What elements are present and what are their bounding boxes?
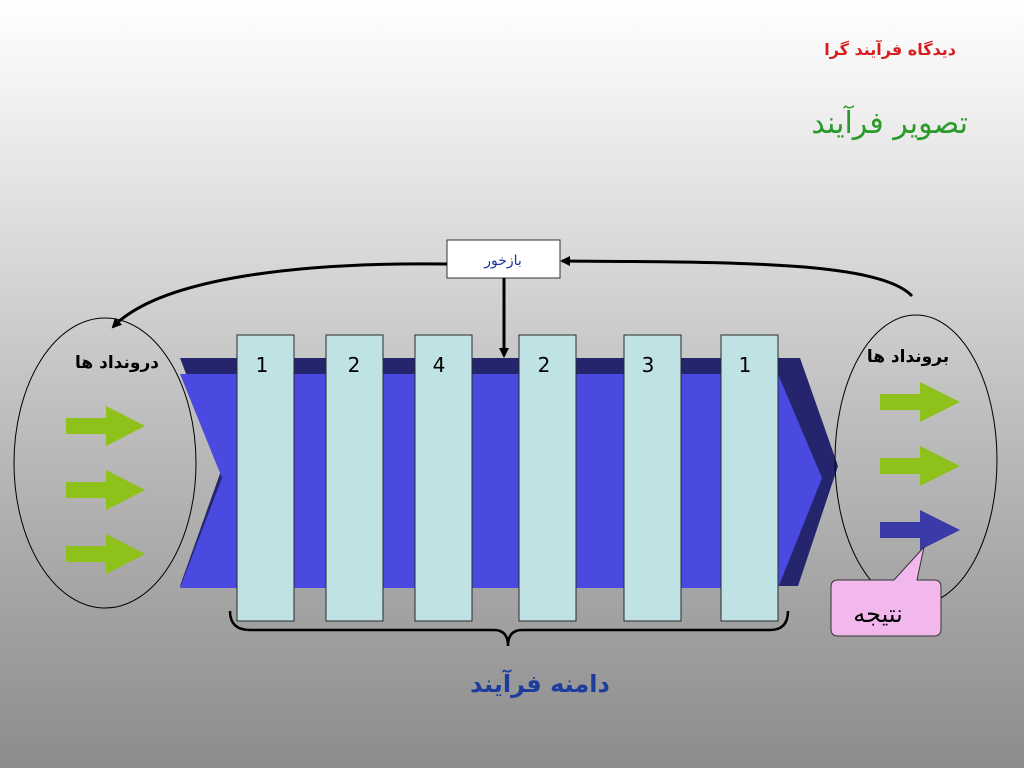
outputs-label: برونداد ها bbox=[867, 347, 949, 367]
input-arrow-icon bbox=[66, 406, 145, 446]
scope-label: دامنه فرآیند bbox=[470, 669, 610, 698]
step-bar bbox=[518, 334, 577, 622]
step-number: 4 bbox=[433, 353, 446, 377]
output-arrow-icon bbox=[880, 382, 960, 422]
inputs-ellipse bbox=[13, 317, 197, 609]
output-arrow-icon bbox=[880, 446, 960, 486]
step-number: 2 bbox=[538, 353, 551, 377]
feedback-label: بازخور bbox=[483, 253, 522, 269]
feedback-box bbox=[446, 239, 561, 279]
feedback-arrow-to-inputs bbox=[111, 262, 448, 329]
slide-title: تصویر فرآیند bbox=[811, 106, 968, 141]
inputs-label: درونداد ها bbox=[75, 353, 159, 373]
result-label: نتیجه bbox=[853, 600, 903, 628]
feedback-arrow-to-box bbox=[560, 256, 914, 298]
input-arrows bbox=[66, 406, 145, 574]
process-steps: 1 2 4 2 3 1 bbox=[236, 334, 779, 622]
scope-brace bbox=[228, 610, 790, 647]
step-bar bbox=[236, 334, 295, 622]
result-arrow-icon bbox=[880, 510, 960, 550]
result-callout bbox=[830, 545, 942, 637]
step-bar bbox=[325, 334, 384, 622]
input-arrow-icon bbox=[66, 534, 145, 574]
step-number: 1 bbox=[256, 353, 269, 377]
step-number: 1 bbox=[739, 353, 752, 377]
step-bar bbox=[720, 334, 779, 622]
step-bar bbox=[414, 334, 473, 622]
step-number: 2 bbox=[348, 353, 361, 377]
step-number: 3 bbox=[642, 353, 655, 377]
output-arrows bbox=[880, 382, 960, 550]
input-arrow-icon bbox=[66, 470, 145, 510]
slide-subtitle: دیدگاه فرآیند گرا bbox=[824, 40, 956, 59]
step-bar bbox=[623, 334, 682, 622]
